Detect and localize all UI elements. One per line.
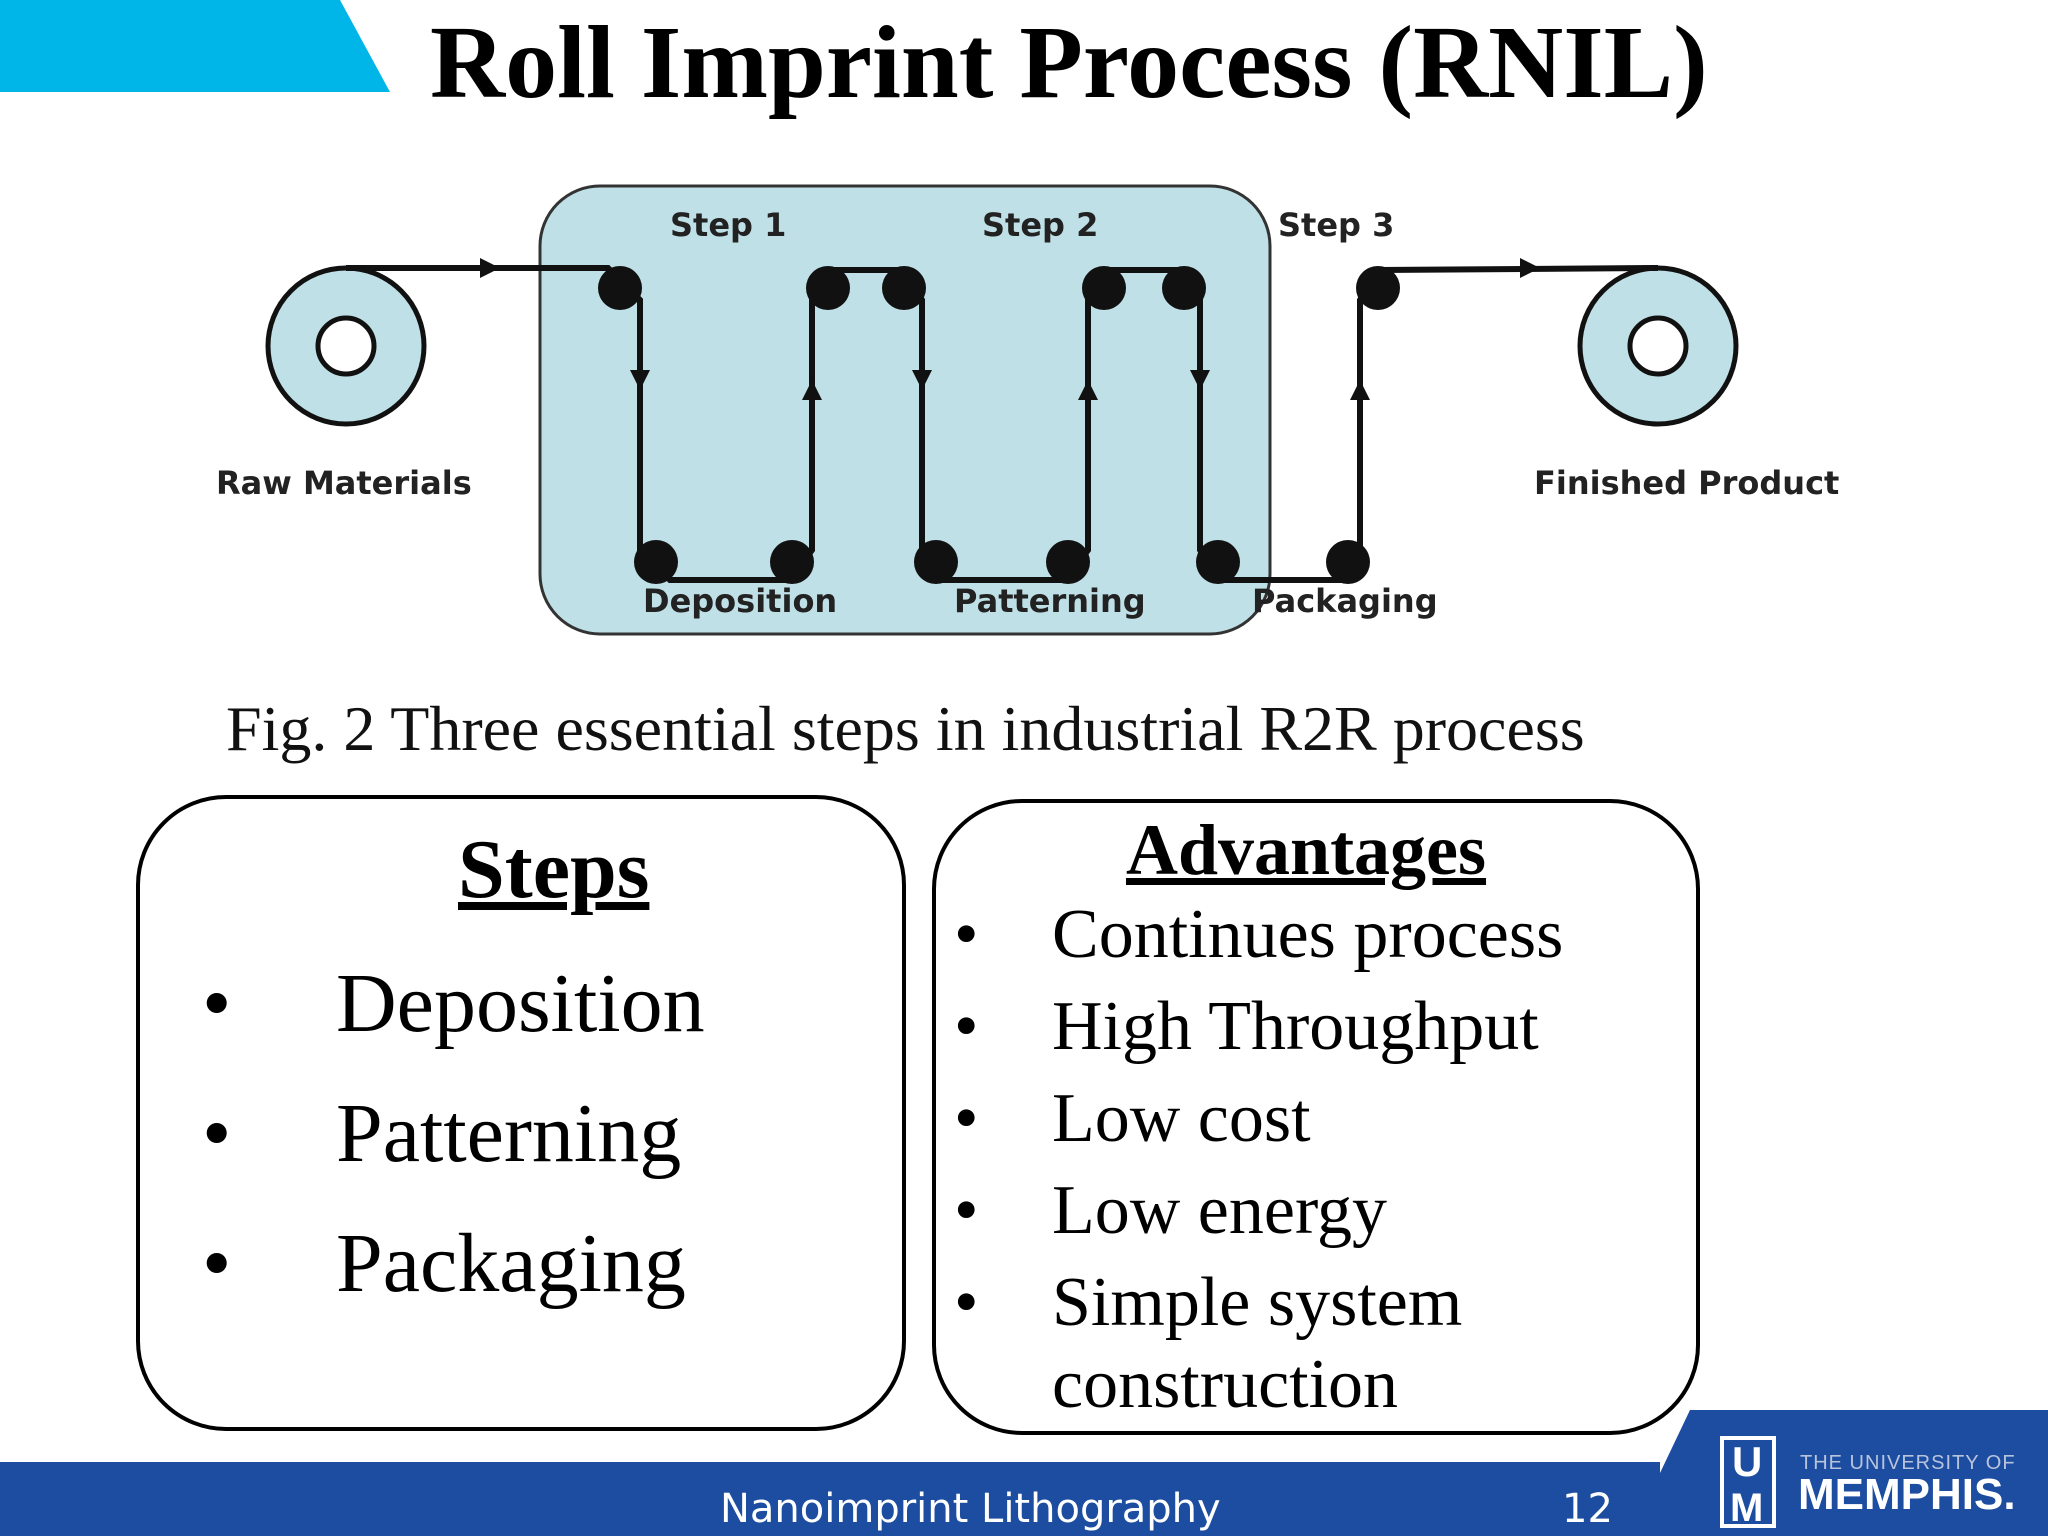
r2r-process-diagram: Step 1 Step 2 Step 3 Deposition Patterni…: [200, 170, 1840, 690]
step-item: Packaging: [336, 1217, 686, 1310]
steps-box: Steps • Deposition • Patterning • Packaging: [136, 795, 906, 1431]
advantage-item: Low energy: [1052, 1172, 1387, 1249]
logo-panel: [1630, 1410, 2048, 1536]
raw-material-roll-core: [315, 315, 377, 377]
bullet-icon: •: [954, 896, 979, 973]
deposition-label: Deposition: [643, 582, 837, 620]
list-item: • Patterning: [202, 1069, 705, 1199]
list-item: • Deposition: [202, 939, 705, 1069]
advantage-item: Continues process: [1052, 896, 1564, 973]
footer-bar: [0, 1462, 1660, 1536]
finished-product-label: Finished Product: [1534, 464, 1839, 502]
steps-heading: Steps: [458, 823, 650, 916]
advantages-list: • Continues process • High Throughput • Low…: [954, 889, 1563, 1421]
step-3-label: Step 3: [1278, 206, 1394, 244]
logo-subtitle: THE UNIVERSITY OF: [1800, 1452, 2016, 1474]
step-2-label: Step 2: [982, 206, 1098, 244]
bullet-icon: •: [202, 957, 232, 1050]
page-number: 12: [1562, 1486, 1613, 1532]
bullet-icon: •: [954, 1080, 979, 1157]
advantage-item: High Throughput: [1052, 988, 1539, 1065]
product-roll-core: [1627, 315, 1689, 377]
slide-title: Roll Imprint Process (RNIL): [430, 5, 1708, 120]
list-item: • High Throughput: [954, 981, 1563, 1073]
list-item: • Packaging: [202, 1199, 705, 1329]
advantage-item: Low cost: [1052, 1080, 1311, 1157]
bullet-icon: •: [954, 1172, 979, 1249]
step-item: Deposition: [336, 957, 705, 1050]
logo-name: MEMPHIS.: [1798, 1470, 2016, 1519]
bullet-icon: •: [954, 988, 979, 1065]
step-item: Patterning: [336, 1087, 682, 1180]
packaging-label: Packaging: [1252, 582, 1438, 620]
university-logo-icon: U M: [1720, 1436, 1776, 1530]
advantages-heading: Advantages: [1126, 810, 1487, 890]
advantages-box: Advantages • Continues process • High Thro…: [932, 799, 1700, 1435]
bullet-icon: •: [954, 1264, 979, 1341]
advantage-item-continued: construction: [1052, 1346, 1399, 1423]
rollers: [598, 266, 1400, 584]
advantage-item: Simple system: [1052, 1264, 1463, 1341]
web-path: [346, 265, 1659, 583]
step-1-label: Step 1: [670, 206, 786, 244]
accent-shape: [0, 0, 390, 92]
footer-title: Nanoimprint Lithography: [720, 1486, 1221, 1532]
list-item: • Low cost: [954, 1073, 1563, 1165]
list-item: • Continues process: [954, 889, 1563, 981]
list-item: • Low energy: [954, 1165, 1563, 1257]
steps-list: • Deposition • Patterning • Packaging: [202, 939, 705, 1329]
diagram-svg: Step 1 Step 2 Step 3 Deposition Patterni…: [216, 184, 1839, 636]
bullet-icon: •: [202, 1087, 232, 1180]
figure-caption: Fig. 2 Three essential steps in industri…: [226, 693, 1585, 764]
bullet-icon: •: [202, 1217, 232, 1310]
direction-arrows: [480, 258, 1540, 400]
raw-materials-label: Raw Materials: [216, 464, 472, 502]
patterning-label: Patterning: [954, 582, 1146, 620]
